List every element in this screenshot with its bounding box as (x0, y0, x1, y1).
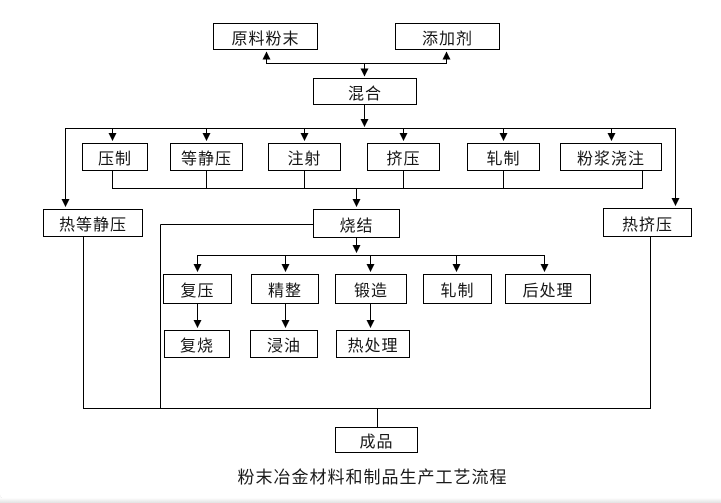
node-repressing: 复压 (163, 274, 232, 304)
node-additive: 添加剂 (395, 23, 500, 50)
node-mixing: 混合 (313, 78, 417, 105)
diagram-caption: 粉末冶金材料和制品生产工艺流程 (237, 468, 508, 487)
node-extrusion: 挤压 (367, 143, 440, 171)
node-heat-treatment: 热处理 (336, 330, 410, 358)
node-isostatic-pressing: 等静压 (170, 143, 243, 171)
node-resintering: 复烧 (164, 330, 230, 358)
bottom-edge-strip (0, 498, 721, 503)
node-sintering: 烧结 (313, 209, 400, 238)
node-pressing: 压制 (82, 143, 148, 171)
node-finished-product: 成品 (335, 427, 418, 453)
node-rolling: 轧制 (467, 143, 540, 171)
node-post-treatment: 后处理 (505, 274, 591, 304)
node-oil-impregnation: 浸油 (250, 330, 318, 358)
node-raw-powder: 原料粉末 (213, 23, 318, 50)
node-injection: 注射 (268, 143, 341, 171)
node-forging: 锻造 (335, 274, 407, 304)
node-hot-extrusion: 热挤压 (603, 208, 692, 237)
node-hot-isostatic-pressing: 热等静压 (43, 209, 143, 237)
node-rolling-2: 轧制 (423, 274, 492, 304)
node-slurry-casting: 粉浆浇注 (560, 143, 662, 171)
node-sizing: 精整 (251, 274, 319, 304)
